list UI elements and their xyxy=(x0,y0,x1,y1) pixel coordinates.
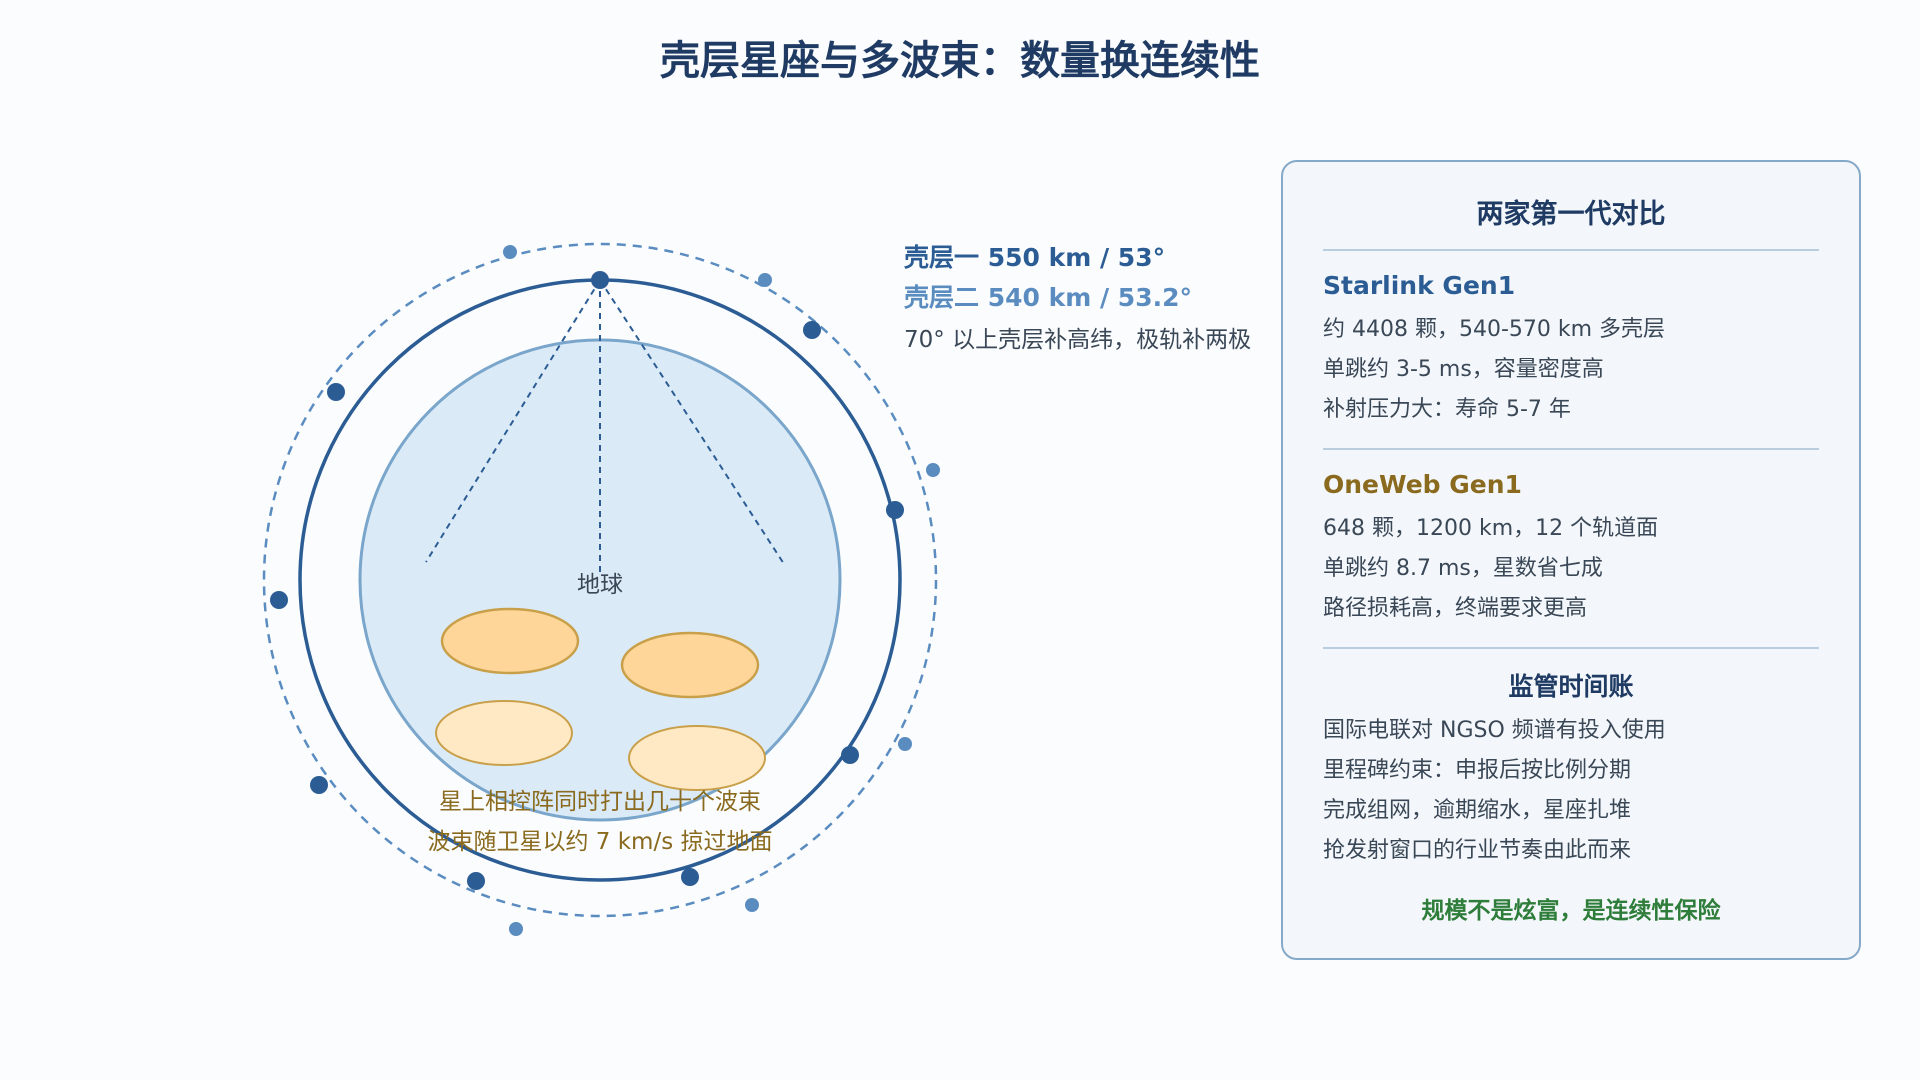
starlink-line: 补射压力大：寿命 5-7 年 xyxy=(1323,397,1571,422)
satellite-shell-one xyxy=(327,383,345,401)
divider xyxy=(1323,647,1819,649)
regulation-line: 里程碑约束：申报后按比例分期 xyxy=(1323,758,1632,783)
starlink-line: 约 4408 颗，540-570 km 多壳层 xyxy=(1323,317,1666,342)
satellite-shell-one xyxy=(310,776,328,794)
satellite-shell-two xyxy=(509,922,523,936)
beam-footprint xyxy=(440,607,580,675)
satellite-shell-one xyxy=(803,321,821,339)
page-title: 壳层星座与多波束：数量换连续性 xyxy=(660,38,1260,84)
regulation-title: 监管时间账 xyxy=(1508,672,1634,701)
shell-note: 70° 以上壳层补高纬，极轨补两极 xyxy=(904,327,1252,353)
oneweb-line: 648 颗，1200 km，12 个轨道面 xyxy=(1323,516,1659,541)
shell-two-label: 壳层二 540 km / 53.2° xyxy=(904,283,1192,312)
comparison-panel: 两家第一代对比 Starlink Gen1 约 4408 颗，540-570 k… xyxy=(1281,160,1861,960)
beam-line-right xyxy=(599,279,785,565)
earth-label: 地球 xyxy=(577,572,623,598)
beam-footprint xyxy=(435,700,573,766)
satellite-shell-two xyxy=(503,245,517,259)
constellation-diagram: 地球 星上相控阵同时打出几十个波束 波束随卫星以约 7 km/s 掠过地面 xyxy=(262,242,940,936)
regulation-line: 抢发射窗口的行业节奏由此而来 xyxy=(1323,838,1632,863)
regulation-line: 国际电联对 NGSO 频谱有投入使用 xyxy=(1323,718,1666,743)
satellite-shell-one xyxy=(467,872,485,890)
divider xyxy=(1323,448,1819,450)
shell-two-orbit xyxy=(262,242,938,918)
satellite-shell-one xyxy=(681,868,699,886)
satellite-shell-two xyxy=(898,737,912,751)
beam-line-left xyxy=(425,279,601,563)
satellite-shell-one xyxy=(591,271,609,289)
satellite-shell-two xyxy=(758,273,772,287)
satellite-shell-one xyxy=(841,746,859,764)
shell-one-label: 壳层一 550 km / 53° xyxy=(904,243,1166,272)
panel-title: 两家第一代对比 xyxy=(1476,199,1666,230)
oneweb-line: 路径损耗高，终端要求更高 xyxy=(1323,596,1588,621)
beam-caption-2: 波束随卫星以约 7 km/s 掠过地面 xyxy=(427,829,772,855)
beam-footprint xyxy=(620,631,760,699)
starlink-section: Starlink Gen1 约 4408 颗，540-570 km 多壳层 单跳… xyxy=(1323,251,1819,448)
oneweb-line: 单跳约 8.7 ms，星数省七成 xyxy=(1323,556,1603,581)
satellite-shell-one xyxy=(886,501,904,519)
divider xyxy=(1323,249,1819,251)
satellite-shell-two xyxy=(745,898,759,912)
starlink-name: Starlink Gen1 xyxy=(1323,271,1516,300)
panel-footer: 规模不是炫富，是连续性保险 xyxy=(1421,898,1721,924)
beam-caption-1: 星上相控阵同时打出几十个波束 xyxy=(439,789,761,815)
oneweb-section: OneWeb Gen1 648 颗，1200 km，12 个轨道面 单跳约 8.… xyxy=(1323,450,1819,647)
oneweb-name: OneWeb Gen1 xyxy=(1323,470,1522,499)
regulation-line: 完成组网，逾期缩水，星座扎堆 xyxy=(1323,798,1632,823)
satellite-shell-one xyxy=(270,591,288,609)
satellite-shell-two xyxy=(926,463,940,477)
beam-footprint xyxy=(628,725,766,791)
starlink-line: 单跳约 3-5 ms，容量密度高 xyxy=(1323,357,1604,382)
